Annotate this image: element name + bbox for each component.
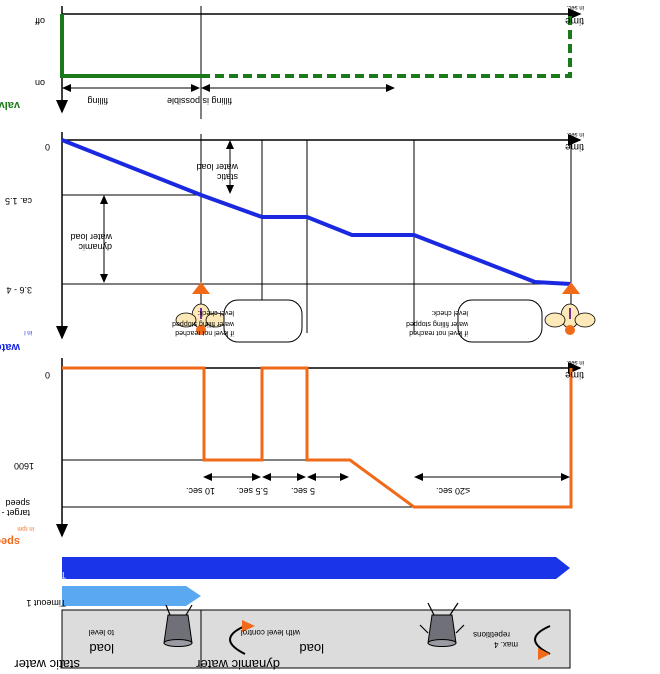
water-time-unit: in sec. [566, 131, 584, 137]
speed-tick-target-2: target - [1, 508, 30, 518]
repetitions-2: repetitions [473, 630, 510, 639]
lightbulb-figure-icon [544, 303, 596, 335]
speed-ylabel: speed [0, 535, 20, 547]
water-ylabel-unit: in l [24, 329, 32, 335]
mirrored-figure: valve off on time in sec. filling fillin… [0, 4, 596, 672]
check-marker-right [562, 282, 580, 294]
speed-tick-zero: 0 [45, 370, 50, 380]
duration-4: ≤20 sec. [436, 486, 470, 496]
valve-dashed-line [201, 14, 572, 78]
speed-panel [56, 358, 582, 538]
static-title-1: static water [14, 657, 80, 672]
phase-filling-label: filling [87, 96, 108, 106]
speed-time-unit: in sec. [566, 359, 584, 365]
phase-filling-possible-label: filling is possible [167, 96, 232, 106]
duration-2: 5.5 sec. [236, 486, 268, 496]
water-level-line [61, 138, 572, 286]
water-panel [56, 132, 596, 343]
dynamic-label-1: dynamic [78, 242, 112, 252]
check-marker-left [192, 282, 210, 294]
repetitions-1: max. 4 [493, 640, 518, 649]
water-ylabel: water [0, 341, 21, 353]
bubble-right-line-2: water filling stopped [406, 320, 469, 327]
water-tick-mid: ca. 1.5 [5, 196, 32, 206]
speed-time-label: time [565, 369, 584, 380]
valve-solid-line [60, 14, 201, 78]
bubble-right-line-3: if level not reached [409, 329, 468, 336]
timeout1-bar [62, 586, 201, 606]
water-tick-low: 3.6 - 4 [6, 285, 32, 295]
running-person-icon [419, 602, 465, 647]
bubble-right [457, 299, 543, 343]
labels: valve off on time in sec. filling fillin… [0, 4, 584, 672]
dynamic-label-2: water load [70, 232, 113, 242]
timeout1-label: Timeout 1 [26, 598, 66, 608]
valve-panel [56, 6, 582, 119]
dynamic-sub: with level control [241, 628, 301, 637]
valve-tick-on: on [35, 78, 45, 88]
timeout-bars [62, 557, 570, 606]
speed-ylabel-unit: in rpm [17, 525, 34, 531]
static-sub: to level [88, 628, 114, 637]
bubble-left-line-2: water filling stopped [172, 320, 235, 327]
dynamic-title-2: load [299, 641, 324, 656]
valve-time-label: time [565, 15, 584, 26]
bubble-right-line-1: level check: [431, 309, 468, 316]
static-label-1: static [216, 172, 238, 182]
speed-tick-target-1: speed [5, 498, 30, 508]
bubble-left-line-3: if level not reached [175, 329, 234, 336]
water-tick-zero: 0 [45, 142, 50, 152]
cycle-arrow-icon [229, 620, 551, 660]
bubble-left [223, 299, 303, 343]
bucket-icon [163, 604, 193, 647]
timeout2-label: Timeout 2 [26, 570, 66, 580]
speed-tick-1600: 1600 [14, 461, 34, 471]
static-label-2: water load [196, 162, 239, 172]
valve-time-unit: in sec. [566, 4, 584, 10]
water-time-label: time [565, 141, 584, 152]
static-title-2: load [89, 641, 114, 656]
duration-3: 5 sec. [291, 486, 315, 496]
speed-line [62, 366, 573, 509]
bubble-left-line-1: level check: [197, 309, 234, 316]
valve-ylabel: valve [0, 99, 20, 111]
dynamic-title-1: dynamic water [196, 657, 280, 672]
valve-tick-off: off [35, 16, 45, 26]
timeout2-bar [62, 557, 570, 579]
duration-1: 10 sec. [186, 486, 215, 496]
dynamic-phase-box [200, 609, 571, 669]
phase-boxes [61, 602, 571, 669]
